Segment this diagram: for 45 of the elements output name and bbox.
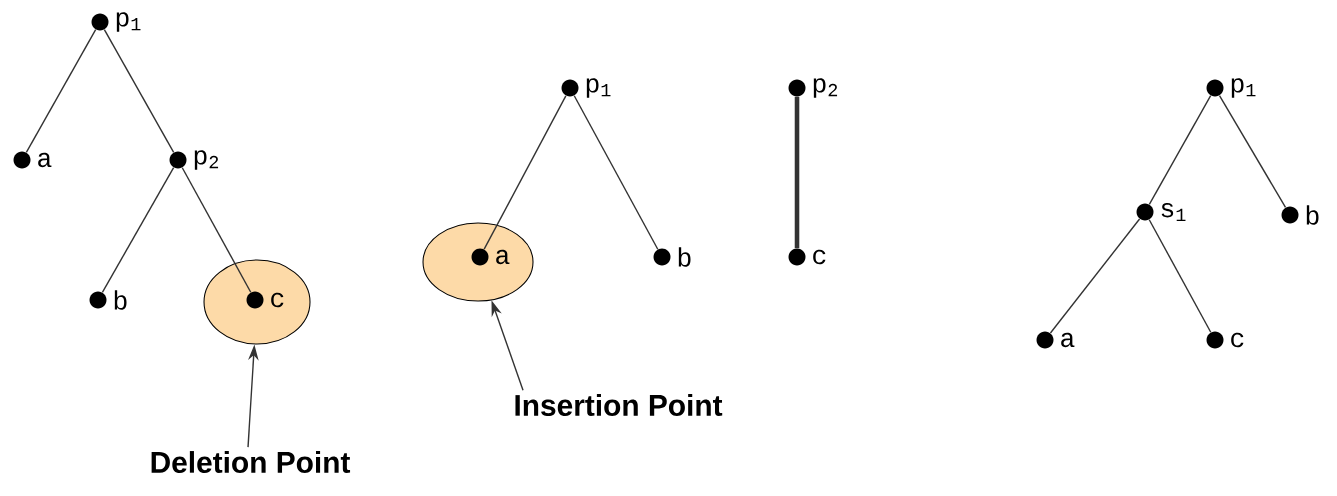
node-label: p$_{2}$ — [813, 78, 838, 98]
tree-edge — [1148, 95, 1212, 205]
tree-node: c — [788, 248, 826, 266]
tree-edge — [181, 167, 252, 293]
tree-node: a — [1036, 331, 1075, 349]
node-label: a — [496, 249, 510, 265]
highlight-ellipse — [203, 259, 311, 345]
node-label: b — [1306, 205, 1319, 225]
node-label: p$_{1}$ — [586, 78, 611, 98]
tree-node: c — [246, 291, 284, 309]
node-label: c — [271, 292, 284, 308]
tree-edge — [573, 95, 659, 250]
tree-node: a — [13, 151, 52, 169]
point-label: Deletion Point — [151, 451, 351, 473]
tree-node: a — [471, 248, 510, 266]
tree-edge — [1049, 218, 1141, 334]
tree-node: p$_{1}$ — [561, 78, 611, 98]
node-label: s$_{1}$ — [1161, 203, 1186, 221]
tree-node: b — [1281, 205, 1319, 225]
tree-node: c — [1206, 331, 1244, 349]
tree-node: s$_{1}$ — [1136, 203, 1186, 221]
tree-node: b — [89, 290, 127, 310]
node-label: a — [1061, 332, 1075, 348]
tree-edge — [103, 29, 175, 153]
tree-edge — [794, 96, 800, 249]
tree-edge — [1218, 94, 1287, 209]
tree-node: p$_{1}$ — [91, 12, 141, 32]
highlight-ellipse — [422, 222, 534, 302]
node-label: p$_{2}$ — [194, 150, 219, 170]
tree-node: p$_{2}$ — [788, 78, 838, 98]
tree-node: p$_{2}$ — [169, 150, 219, 170]
tree-edge — [1148, 219, 1212, 333]
node-label: c — [1231, 332, 1244, 348]
tree-node: p$_{1}$ — [1206, 78, 1256, 98]
node-label: c — [813, 249, 826, 265]
tree-edge — [101, 167, 175, 294]
node-label: b — [114, 290, 127, 310]
tree-edge — [483, 95, 567, 250]
node-label: b — [678, 247, 691, 267]
tree-node: b — [653, 247, 691, 267]
node-label: p$_{1}$ — [116, 12, 141, 32]
point-label: Insertion Point — [515, 394, 723, 416]
tree-edge — [25, 29, 97, 153]
node-label: p$_{1}$ — [1231, 78, 1256, 98]
node-label: a — [38, 152, 52, 168]
